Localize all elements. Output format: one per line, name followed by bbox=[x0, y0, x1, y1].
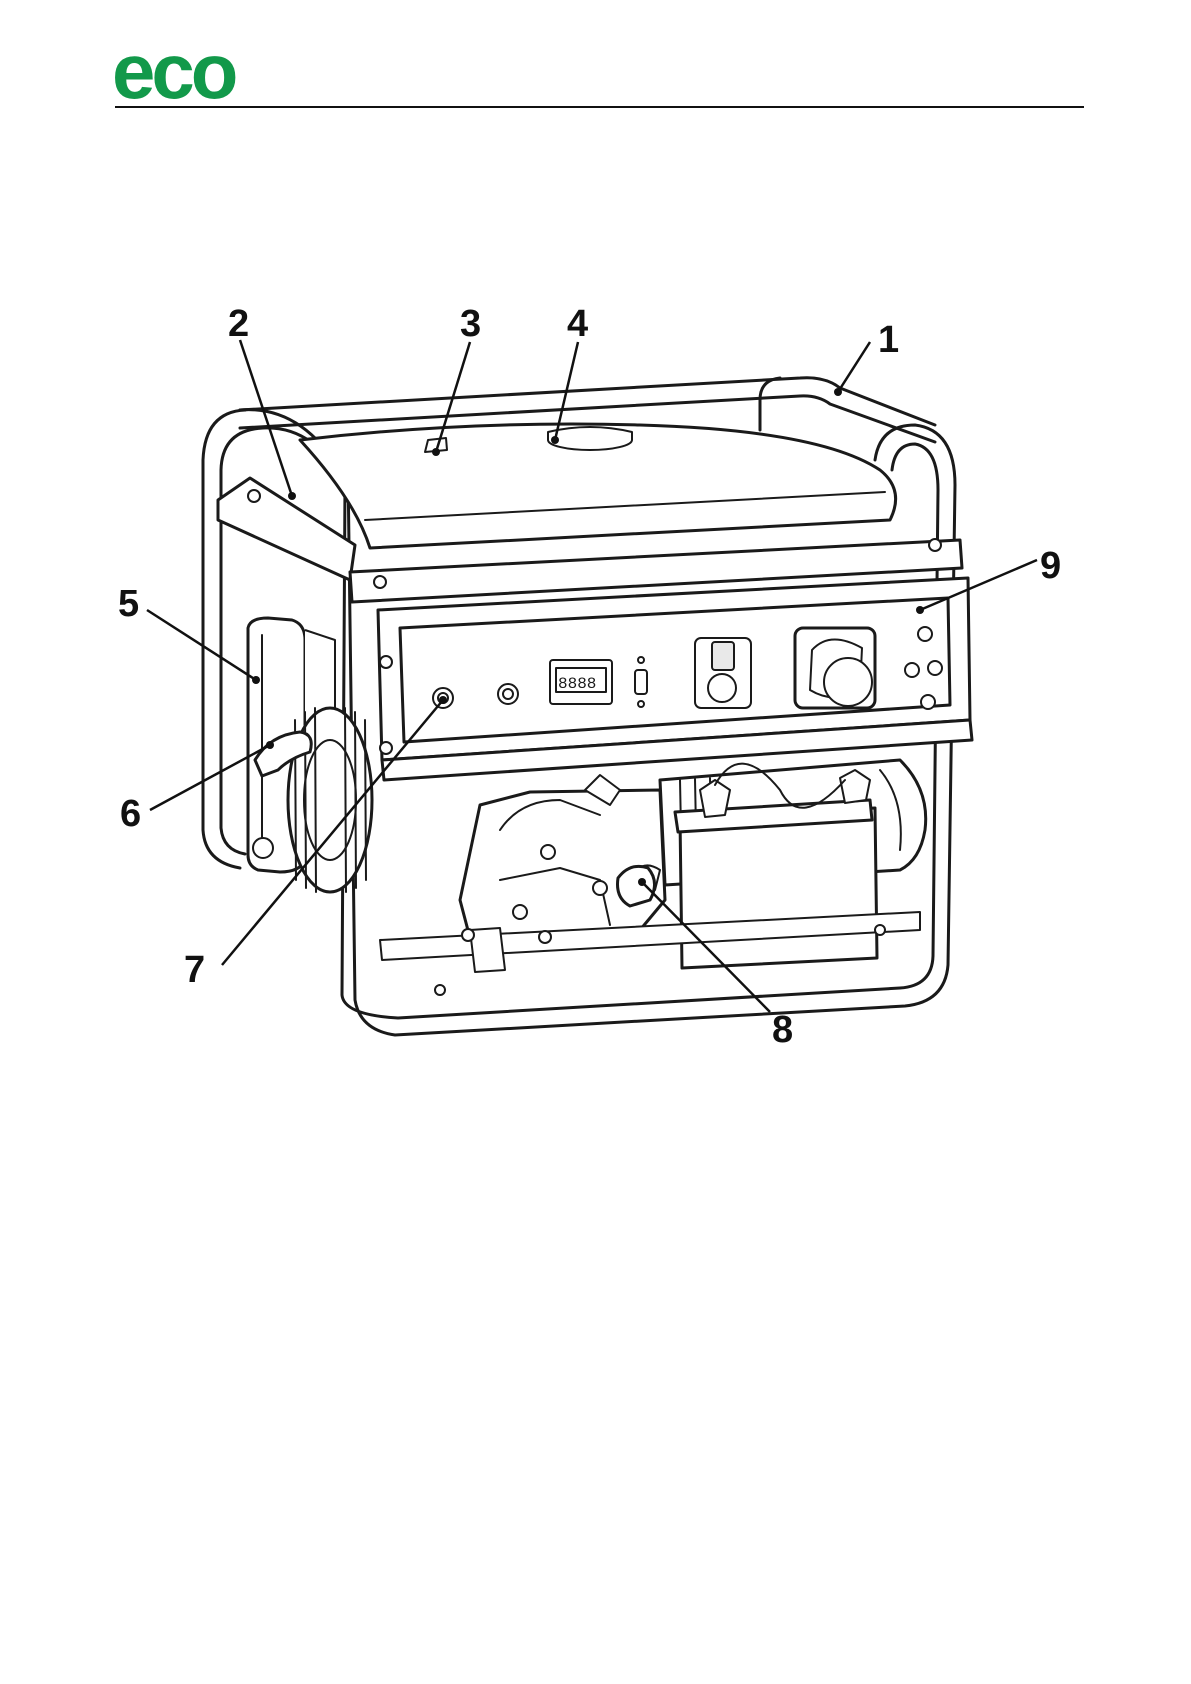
callout-4: 4 bbox=[567, 303, 588, 345]
fuel-tank bbox=[300, 424, 896, 548]
callout-3: 3 bbox=[460, 303, 481, 345]
hour-meter-display: 8888 bbox=[558, 675, 596, 693]
engine bbox=[460, 775, 665, 947]
terminal-icon bbox=[918, 627, 932, 641]
callout-9: 9 bbox=[1040, 545, 1061, 587]
callout-1: 1 bbox=[878, 319, 899, 361]
callout-8: 8 bbox=[772, 1009, 793, 1051]
voltage-switch bbox=[635, 670, 647, 694]
callout-7: 7 bbox=[184, 949, 205, 991]
control-panel: 8888 bbox=[378, 578, 972, 780]
callout-6: 6 bbox=[120, 793, 141, 835]
callout-5: 5 bbox=[118, 583, 139, 625]
fuel-tap bbox=[618, 866, 655, 906]
rear-bracket bbox=[218, 478, 355, 580]
callout-2: 2 bbox=[228, 303, 249, 345]
